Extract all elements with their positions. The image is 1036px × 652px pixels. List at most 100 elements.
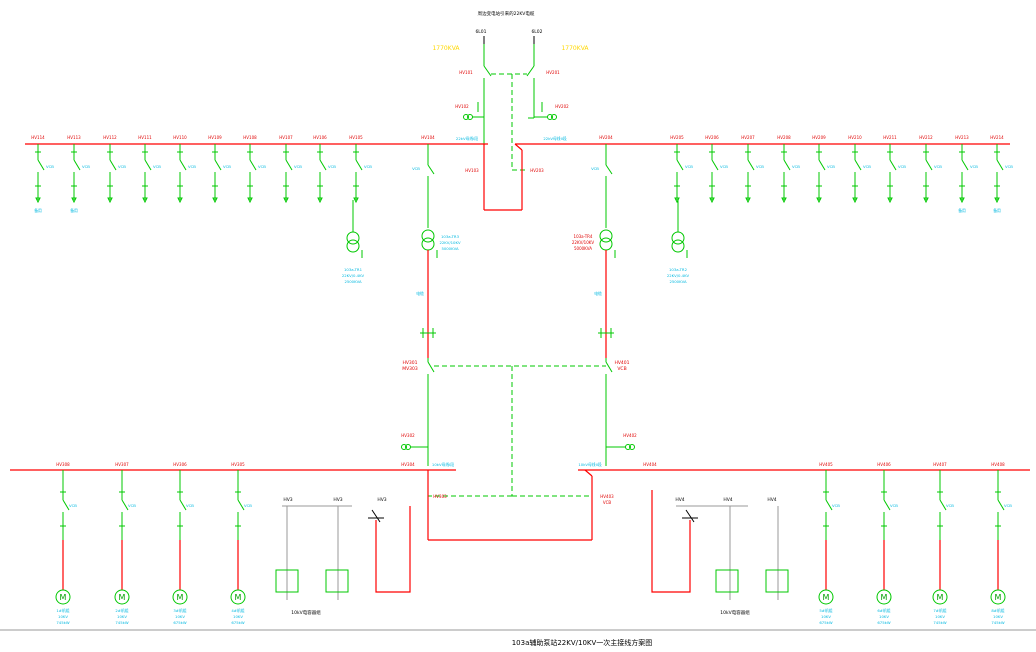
incoming-line-2-name: 6L02 [531,29,542,35]
motor-name: 3#机组 [173,608,186,613]
aux-transformer-right: 103a-TR2 22KV/0.4KV 2500KVA [667,200,690,284]
pt-left: HV102 [455,102,484,120]
motor-icon [114,589,130,605]
motor-power: 675kW [819,620,832,625]
motor-icon [876,589,892,605]
main-tr-right-voltage: 22KV/10KV [572,240,595,245]
motor-power: 745kW [933,620,946,625]
hv-feeder-vcb: VCB [756,164,764,169]
motor-name: 8#机组 [991,608,1004,613]
mv-feeder-label: HV406 [877,462,891,467]
motor-power: 745kW [991,620,1004,625]
hv-feeder-vcb: VCB [153,164,161,169]
hv-feeder-label: HV111 [138,135,152,140]
capacitor-bank-right: HV4 HV4 HV4 10kV电容器组 [651,490,789,616]
motor-voltage: 10KV [175,614,185,619]
hv-incomer-right: HV204 VCB [591,135,613,228]
motor-icon [230,589,246,605]
pt-left-label: HV102 [455,104,469,109]
motor-voltage: 10KV [935,614,945,619]
incoming-line-1-note: 1770KVA [432,45,460,52]
motor-voltage: 10KV [233,614,243,619]
motor-power: 675kW [231,620,244,625]
hv-feeder-label: HV214 [990,135,1004,140]
hv-feeder-label: HV112 [103,135,117,140]
bus-10kv-left-label: 10kV母线I段 [432,462,454,467]
motor-icon [818,589,834,605]
hv-incomer-left-label: HV104 [421,135,435,140]
mv-feeder-vcb: VCB [69,503,77,508]
hv-feeder-label: HV207 [741,135,755,140]
motor-icon [932,589,948,605]
interlock-incomers [491,73,528,171]
incoming-line-1: 6L01 1770KVA HV101 [432,29,492,144]
hv-incomer-right-vcb: VCB [591,166,599,171]
main-tr-left-voltage: 22KV/10KV [439,240,461,245]
hv-feeder-vcb: VCB [792,164,800,169]
mv-feeder-vcb: VCB [890,503,898,508]
main-tr-left-capacity: 5000KVA [441,246,459,251]
motor-name: 6#机组 [877,608,890,613]
hv-feeder-vcb: VCB [1005,164,1013,169]
hv-feeder-label: HV208 [777,135,791,140]
hv-incomer-left-vcb: VCB [412,166,420,171]
interlock-10kv [428,365,606,497]
hv-left-feeders: HV114VCB备用HV113VCB备用HV112VCBHV111VCBHV11… [31,135,372,213]
bus-tie-22kv: HV103 HV203 [465,143,544,211]
mv-feeder-vcb: VCB [186,503,194,508]
hv-incomer-right-label: HV204 [599,135,613,140]
cap-left-sw-1: HV3 [283,497,292,503]
mv-pt-left-label: HV302 [401,433,415,438]
aux-transformer-left: 103a-TR1 22KV/0.4KV 2500KVA [342,200,365,284]
hv-feeder-vcb: VCB [328,164,336,169]
hv-feeder-label: HV110 [173,135,187,140]
hv-feeder-label: HV108 [243,135,257,140]
pt-right-label: HV202 [555,104,569,109]
aux-tr-left-voltage: 22KV/0.4KV [342,273,365,278]
hv-feeder-vcb: VCB [223,164,231,169]
hv-feeder-label: HV109 [208,135,222,140]
aux-tr-left-name: 103a-TR1 [344,267,363,272]
motor-icon [55,589,71,605]
motor-icon [990,589,1006,605]
hv-feeder-label: HV105 [349,135,363,140]
main-tr-right-name: 103a-TR4 [574,234,593,239]
hv-feeder-vcb: VCB [934,164,942,169]
mv-pt-right: HV402 [606,433,637,450]
mv-feeder-vcb: VCB [244,503,252,508]
main-tr-left-cable: 电缆 [416,291,424,296]
mv-incomer-right-sub: VCB [617,366,626,372]
mv-left-feeders: HV308VCBM1#机组10KV745kWHV307VCBM2#机组10KV7… [55,462,252,625]
motor-power: 675kW [877,620,890,625]
mv-feeder-vcb: VCB [1004,503,1012,508]
hv-right-feeders: HV205VCBHV206VCBHV207VCBHV208VCBHV209VCB… [670,135,1013,213]
aux-tr-right-capacity: 2500KVA [669,279,687,284]
motor-icon [172,589,188,605]
cap-left-sw-3: HV3 [377,497,386,503]
hv-feeder-vcb: VCB [82,164,90,169]
hv-feeder-label: HV106 [313,135,327,140]
main-tr-right-capacity: 5000KVA [574,246,592,251]
motor-name: 5#机组 [819,608,832,613]
hv-feeder-label: HV107 [279,135,293,140]
motor-symbol: M [177,593,184,602]
motor-symbol: M [119,593,126,602]
cap-left-label: 10kV电容器组 [291,609,321,616]
mv-feeder-label: HV405 [819,462,833,467]
motor-power: 675kW [173,620,186,625]
mv-feeder-label: HV407 [933,462,947,467]
hv-feeder-label: HV114 [31,135,45,140]
